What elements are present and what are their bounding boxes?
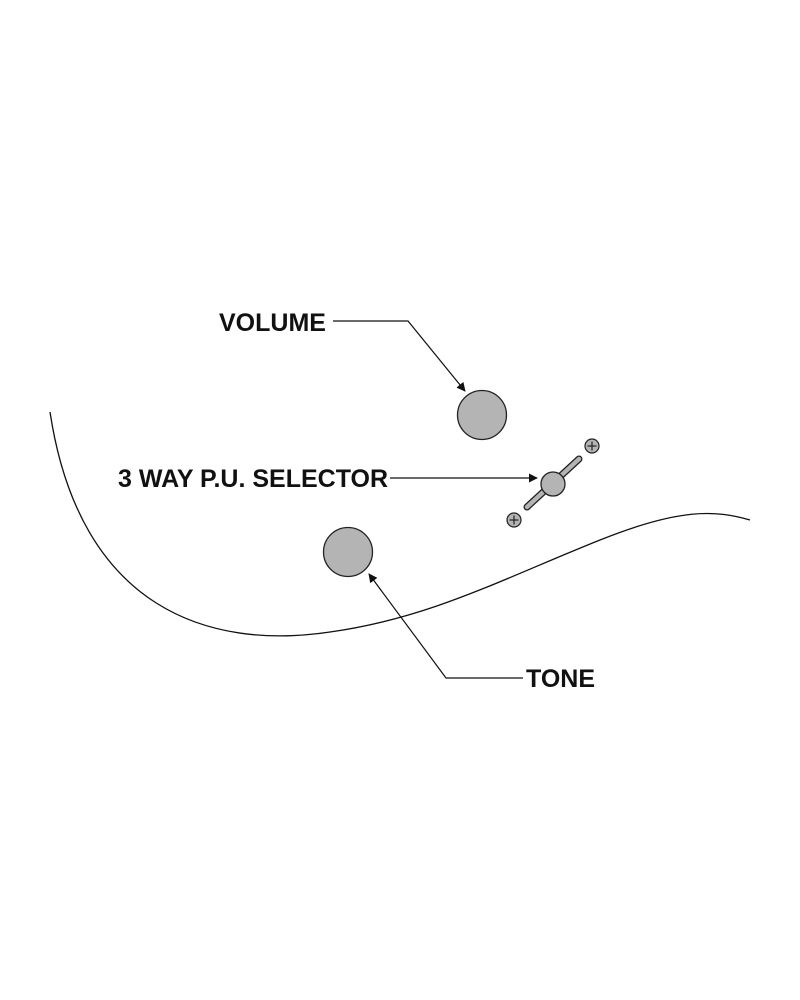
selector-label: 3 WAY P.U. SELECTOR	[118, 465, 388, 493]
body-outline	[49, 411, 751, 637]
screw-upper-icon	[584, 438, 600, 454]
tone-label: TONE	[526, 665, 595, 693]
selector-switch-icon	[523, 455, 583, 511]
volume-knob-icon	[456, 389, 508, 441]
volume-label: VOLUME	[219, 309, 326, 337]
screw-lower-icon	[506, 512, 522, 528]
volume-leader-line	[333, 320, 466, 392]
tone-leader-line	[368, 573, 523, 679]
tone-knob-icon	[322, 526, 374, 578]
